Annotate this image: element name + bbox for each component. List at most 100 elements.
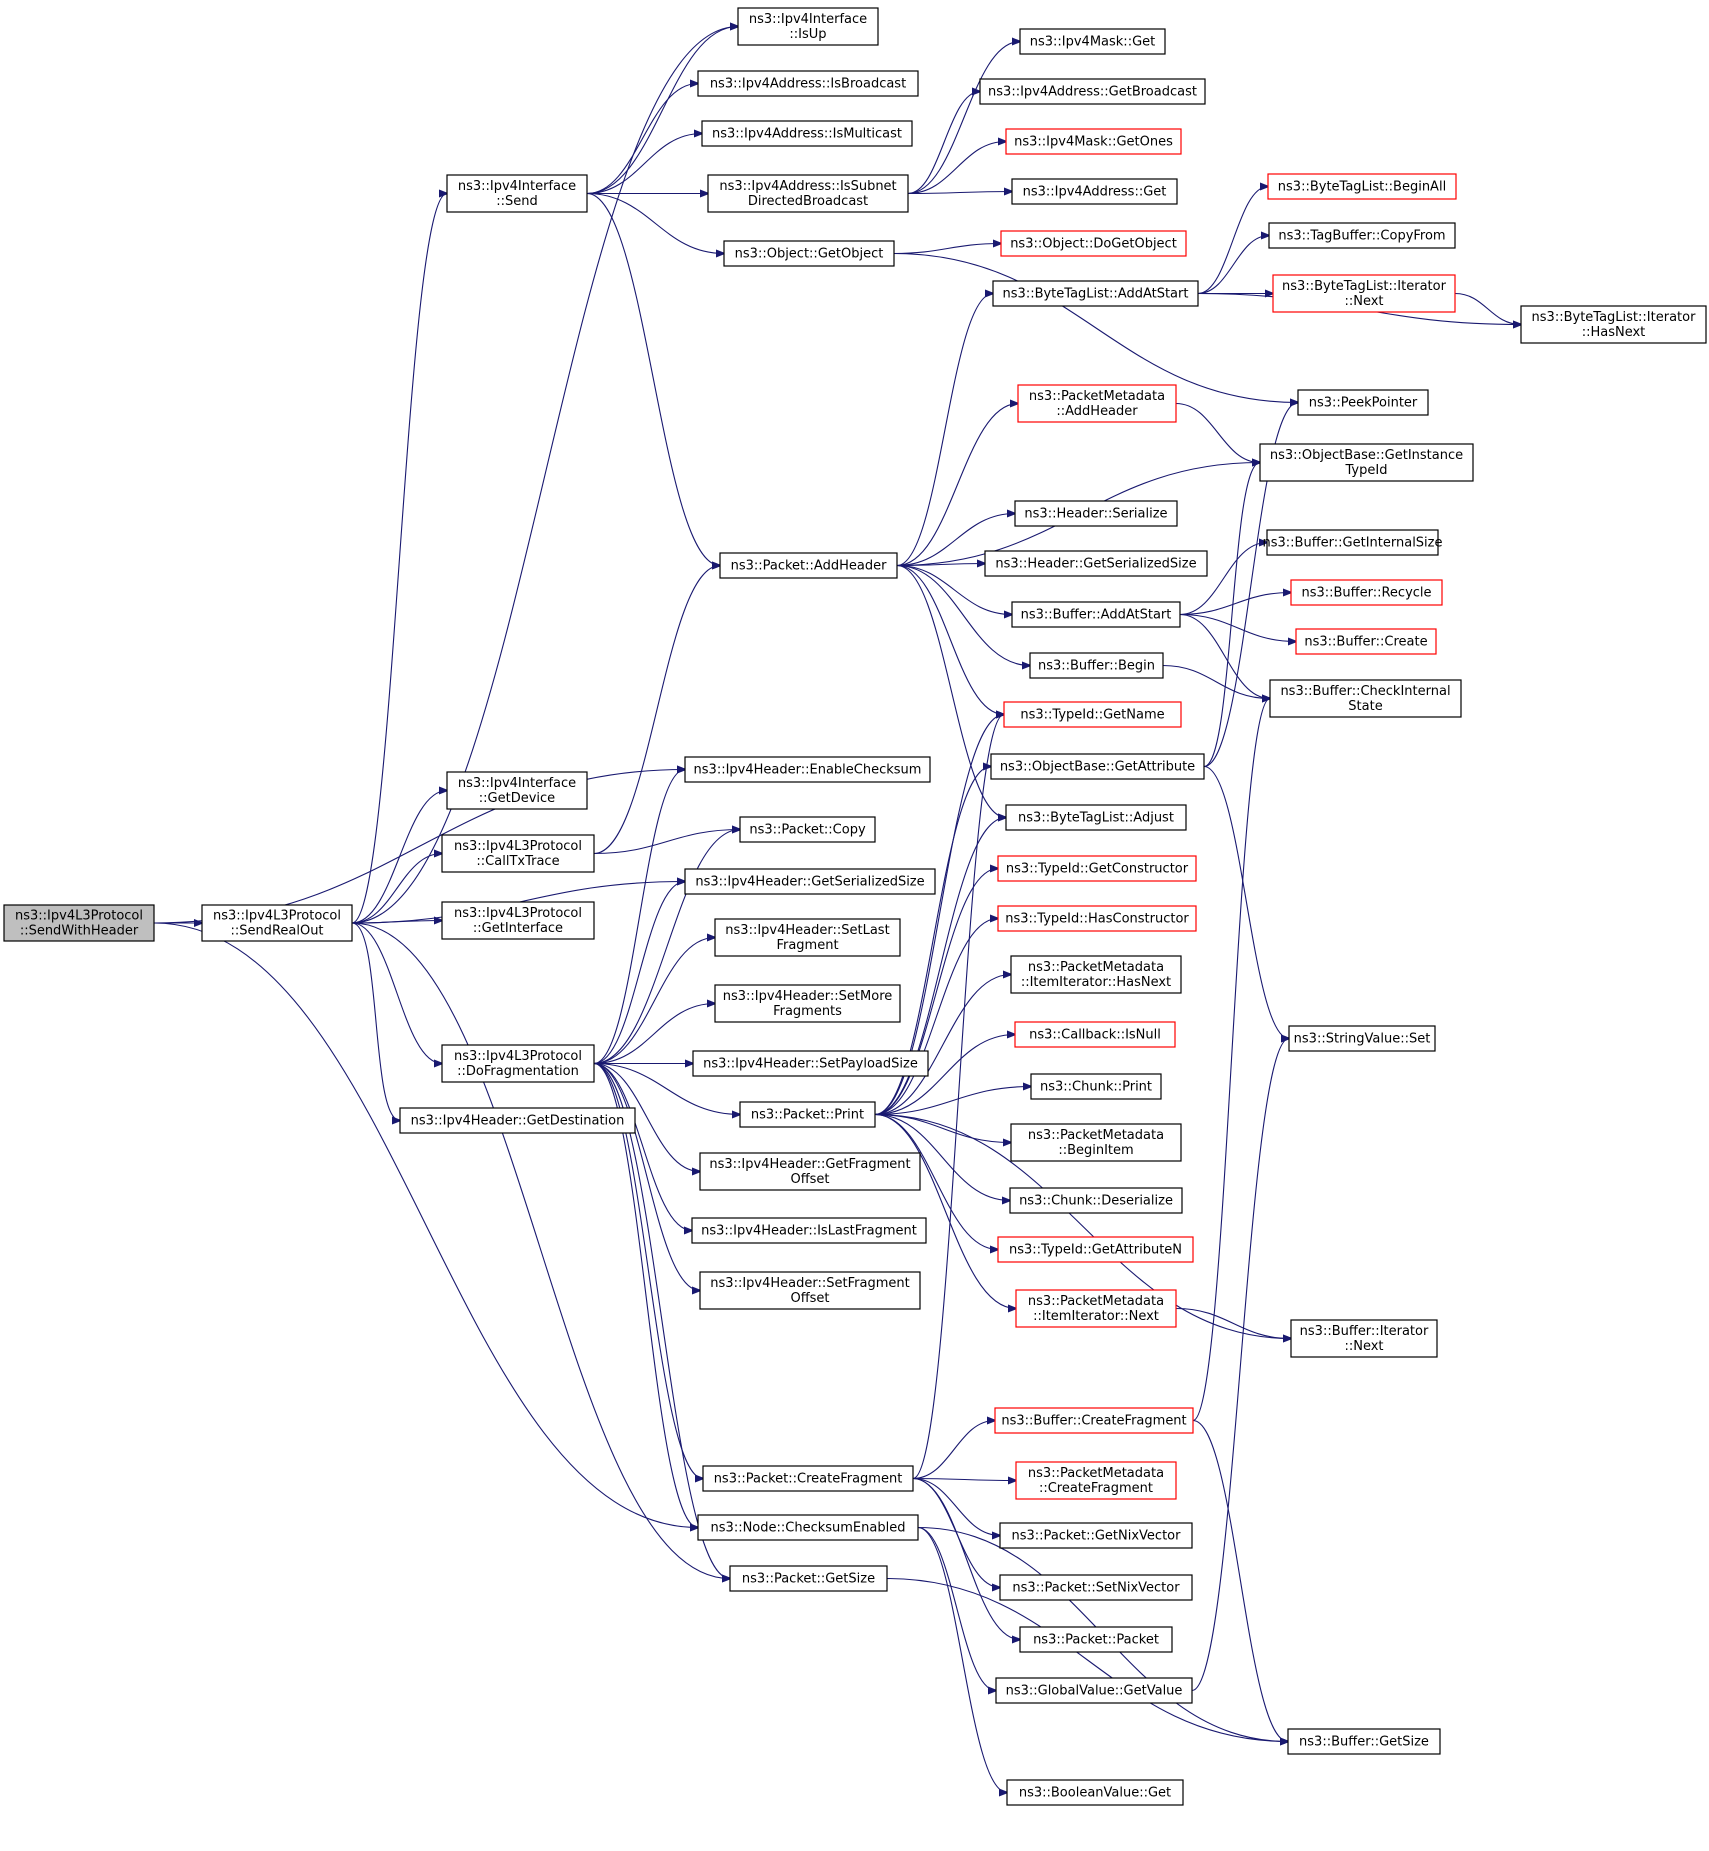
edge-n13-to-n14: [1197, 187, 1268, 295]
node-ns3-ipv4header-enablechecksum[interactable]: ns3::Ipv4Header::EnableChecksum: [684, 756, 931, 783]
node-label: ns3::Buffer::Create: [1304, 635, 1427, 650]
node-label: ns3::Buffer::Iterator: [1300, 1324, 1429, 1339]
node-ns3-bytetaglist-adjust[interactable]: ns3::ByteTagList::Adjust: [1005, 804, 1187, 831]
node-ns3-buffer-begin[interactable]: ns3::Buffer::Begin: [1029, 652, 1164, 679]
node-ns3-ipv4mask-get[interactable]: ns3::Ipv4Mask::Get: [1019, 28, 1166, 55]
node-label: State: [1348, 699, 1382, 714]
node-ns3-ipv4address-getbroadcast[interactable]: ns3::Ipv4Address::GetBroadcast: [979, 78, 1206, 105]
node-ns3-ipv4interface-send[interactable]: ns3::Ipv4Interface::Send: [446, 174, 588, 213]
edge-n25-to-n27: [1179, 613, 1296, 642]
node-ns3-ipv4interface-getdevice[interactable]: ns3::Ipv4Interface::GetDevice: [446, 771, 588, 810]
node-ns3-typeid-getname[interactable]: ns3::TypeId::GetName: [1003, 701, 1182, 728]
node-box: [697, 1514, 919, 1541]
node-ns3-ipv4l3protocol-sendwithheader[interactable]: ns3::Ipv4L3Protocol::SendWithHeader: [3, 904, 155, 942]
node-ns3-packet-getsize[interactable]: ns3::Packet::GetSize: [729, 1565, 888, 1592]
edge-n46-to-n62: [593, 1062, 698, 1528]
node-ns3-typeid-hasconstructor[interactable]: ns3::TypeId::HasConstructor: [997, 905, 1197, 932]
node-ns3-callback-isnull[interactable]: ns3::Callback::IsNull: [1014, 1021, 1176, 1048]
node-label: ns3::Packet::GetNixVector: [1012, 1529, 1182, 1544]
node-label: ns3::TypeId::GetName: [1020, 708, 1164, 723]
edge-n5-to-n7: [586, 192, 724, 254]
edge-n59-to-n29: [1192, 699, 1270, 1422]
node-ns3-packet-print[interactable]: ns3::Packet::Print: [739, 1101, 876, 1128]
node-ns3-ipv4l3protocol-sendrealout[interactable]: ns3::Ipv4L3Protocol::SendRealOut: [201, 904, 353, 942]
node-ns3-ipv4header-getserializedsize[interactable]: ns3::Ipv4Header::GetSerializedSize: [684, 868, 936, 895]
node-ns3-packetmetadata-itemiterator-next[interactable]: ns3::PacketMetadata::ItemIterator::Next: [1015, 1289, 1177, 1328]
node-ns3-packetmetadata-addheader[interactable]: ns3::PacketMetadata::AddHeader: [1017, 384, 1177, 423]
edge-n23-to-n21: [896, 514, 1015, 567]
node-box: [1269, 679, 1462, 718]
node-ns3-packet-packet[interactable]: ns3::Packet::Packet: [1019, 1626, 1173, 1653]
edge-n36-to-n34: [593, 830, 740, 855]
node-ns3-ipv4address-ismulticast[interactable]: ns3::Ipv4Address::IsMulticast: [701, 120, 913, 147]
node-ns3-ipv4header-getdestination[interactable]: ns3::Ipv4Header::GetDestination: [399, 1107, 636, 1134]
node-ns3-bytetaglist-iterator-next[interactable]: ns3::ByteTagList::Iterator::Next: [1272, 274, 1456, 313]
node-ns3-node-checksumenabled[interactable]: ns3::Node::ChecksumEnabled: [697, 1514, 919, 1541]
node-box: [1272, 274, 1456, 313]
node-ns3-object-dogetobject[interactable]: ns3::Object::DoGetObject: [1000, 230, 1187, 257]
node-ns3-chunk-deserialize[interactable]: ns3::Chunk::Deserialize: [1009, 1187, 1183, 1214]
node-ns3-ipv4header-islastfragment[interactable]: ns3::Ipv4Header::IsLastFragment: [691, 1217, 927, 1244]
edge-n60-to-n63: [912, 1477, 1000, 1536]
node-ns3-ipv4address-get[interactable]: ns3::Ipv4Address::Get: [1011, 178, 1178, 205]
node-ns3-ipv4l3protocol-calltxtrace[interactable]: ns3::Ipv4L3Protocol::CallTxTrace: [441, 834, 595, 873]
node-ns3-bytetaglist-beginall[interactable]: ns3::ByteTagList::BeginAll: [1267, 173, 1457, 200]
node-ns3-object-getobject[interactable]: ns3::Object::GetObject: [723, 240, 895, 267]
node-ns3-objectbase-getattribute[interactable]: ns3::ObjectBase::GetAttribute: [990, 753, 1205, 780]
node-ns3-ipv4address-issubnet-directedbroadcast[interactable]: ns3::Ipv4Address::IsSubnetDirectedBroadc…: [707, 174, 909, 213]
node-ns3-packetmetadata-beginitem[interactable]: ns3::PacketMetadata::BeginItem: [1010, 1123, 1182, 1162]
node-ns3-buffer-create[interactable]: ns3::Buffer::Create: [1295, 628, 1437, 655]
node-ns3-packet-copy[interactable]: ns3::Packet::Copy: [739, 816, 876, 843]
node-ns3-ipv4l3protocol-dofragmentation[interactable]: ns3::Ipv4L3Protocol::DoFragmentation: [441, 1044, 595, 1083]
node-ns3-typeid-getattributen[interactable]: ns3::TypeId::GetAttributeN: [997, 1236, 1194, 1263]
node-ns3-buffer-iterator-next[interactable]: ns3::Buffer::Iterator::Next: [1290, 1319, 1438, 1358]
node-ns3-header-getserializedsize[interactable]: ns3::Header::GetSerializedSize: [984, 550, 1208, 577]
node-ns3-chunk-print[interactable]: ns3::Chunk::Print: [1030, 1073, 1162, 1100]
node-label: ns3::Ipv4Address::Get: [1023, 185, 1167, 200]
node-ns3-tagbuffer-copyfrom[interactable]: ns3::TagBuffer::CopyFrom: [1268, 222, 1456, 249]
node-ns3-buffer-addatstart[interactable]: ns3::Buffer::AddAtStart: [1011, 601, 1181, 628]
node-ns3-packet-getnixvector[interactable]: ns3::Packet::GetNixVector: [999, 1522, 1193, 1549]
node-label: ns3::Ipv4Address::IsSubnet: [719, 179, 896, 194]
node-box: [1000, 230, 1187, 257]
node-ns3-ipv4mask-getones[interactable]: ns3::Ipv4Mask::GetOnes: [1005, 128, 1182, 155]
edge-n49-to-n58: [874, 1113, 1291, 1339]
node-label: Offset: [790, 1291, 829, 1306]
node-ns3-peekpointer[interactable]: ns3::PeekPointer: [1297, 389, 1429, 416]
node-ns3-buffer-getsize[interactable]: ns3::Buffer::GetSize: [1287, 1728, 1441, 1755]
node-ns3-typeid-getconstructor[interactable]: ns3::TypeId::GetConstructor: [997, 855, 1197, 882]
node-ns3-stringvalue-set[interactable]: ns3::StringValue::Set: [1288, 1025, 1436, 1052]
edge-n49-to-n30: [874, 715, 1004, 1116]
node-ns3-booleanvalue-get[interactable]: ns3::BooleanValue::Get: [1006, 1779, 1184, 1806]
node-ns3-packetmetadata-createfragment[interactable]: ns3::PacketMetadata::CreateFragment: [1015, 1461, 1177, 1500]
node-box: [1011, 601, 1181, 628]
node-label: ::CallTxTrace: [476, 854, 559, 869]
node-ns3-buffer-getinternalsize[interactable]: ns3::Buffer::GetInternalSize: [1263, 529, 1443, 556]
node-ns3-packet-createfragment[interactable]: ns3::Packet::CreateFragment: [702, 1465, 914, 1492]
node-ns3-bytetaglist-addatstart[interactable]: ns3::ByteTagList::AddAtStart: [992, 280, 1199, 307]
node-label: ns3::Ipv4Header::SetMore: [723, 989, 893, 1004]
edge-n16-to-n17: [1454, 292, 1521, 325]
node-box: [446, 174, 588, 213]
node-ns3-buffer-recycle[interactable]: ns3::Buffer::Recycle: [1290, 579, 1443, 606]
node-ns3-packetmetadata-itemiterator-hasnext[interactable]: ns3::PacketMetadata::ItemIterator::HasNe…: [1010, 955, 1182, 994]
node-ns3-bytetaglist-iterator-hasnext[interactable]: ns3::ByteTagList::Iterator::HasNext: [1520, 305, 1707, 344]
node-ns3-ipv4l3protocol-getinterface[interactable]: ns3::Ipv4L3Protocol::GetInterface: [441, 901, 595, 940]
node-ns3-packet-setnixvector[interactable]: ns3::Packet::SetNixVector: [999, 1574, 1193, 1601]
node-ns3-ipv4interface-isup[interactable]: ns3::Ipv4Interface::IsUp: [737, 7, 879, 46]
node-box: [1017, 384, 1177, 423]
edge-n49-to-n48: [874, 1087, 1031, 1116]
node-ns3-ipv4address-isbroadcast[interactable]: ns3::Ipv4Address::IsBroadcast: [697, 70, 919, 97]
node-ns3-packet-addheader[interactable]: ns3::Packet::AddHeader: [719, 552, 898, 579]
node-ns3-buffer-createfragment[interactable]: ns3::Buffer::CreateFragment: [994, 1407, 1194, 1434]
node-ns3-header-serialize[interactable]: ns3::Header::Serialize: [1014, 500, 1178, 527]
node-ns3-globalvalue-getvalue[interactable]: ns3::GlobalValue::GetValue: [995, 1677, 1193, 1704]
node-ns3-ipv4header-setpayloadsize[interactable]: ns3::Ipv4Header::SetPayloadSize: [692, 1050, 929, 1077]
node-box: [1006, 1779, 1184, 1806]
